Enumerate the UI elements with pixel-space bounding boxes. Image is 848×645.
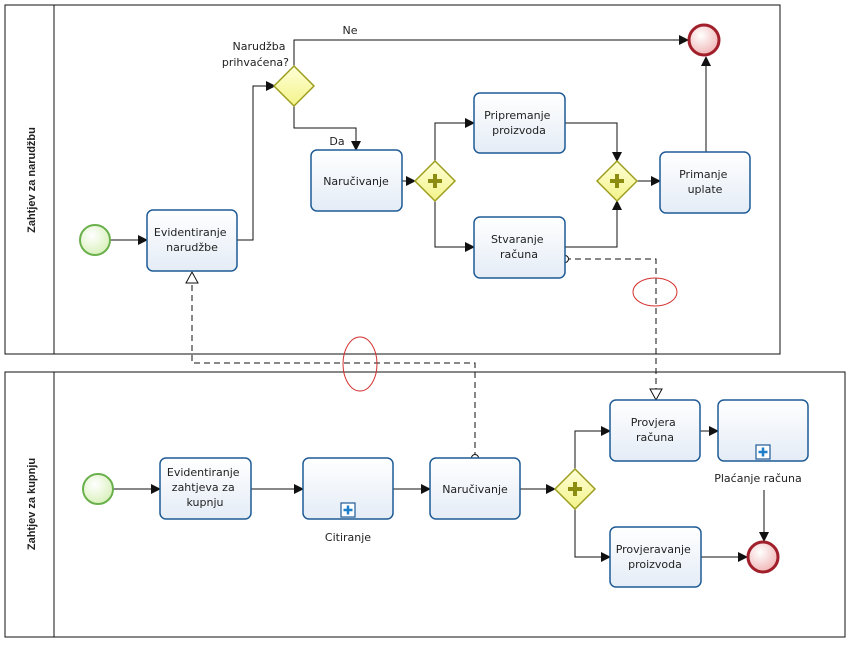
task-label-line: Naručivanje <box>323 175 389 188</box>
subprocess-label: Citiranje <box>325 531 371 544</box>
task-label-line: uplate <box>688 183 723 196</box>
message-flow-stvaranje-to-provjera <box>561 255 663 402</box>
task-label-line: Evidentiranje <box>167 466 240 479</box>
task-primanje-uplate: Primanje uplate <box>659 151 751 214</box>
plus-icon <box>610 174 624 188</box>
plus-icon <box>758 447 768 457</box>
start-event-bottom <box>82 473 114 505</box>
plus-icon <box>568 482 582 496</box>
flow-parallel-to-stvaranje <box>434 201 475 252</box>
gateway-label-line: Narudžba <box>233 40 286 53</box>
task-label-line: Primanje <box>679 168 728 181</box>
end-event-top <box>687 23 721 57</box>
flow-label-ne: Ne <box>343 24 358 37</box>
task-label-line: proizvoda <box>492 124 546 137</box>
task-narucivanje-bottom: Naručivanje <box>429 457 521 520</box>
message-flows <box>185 255 663 462</box>
svg-text:Provjeravanje proizvoda: Provjeravanje proizvoda <box>616 543 695 571</box>
task-evidentiranje-zahtjeva-za-kupnju: Evidentiranje zahtjeva za kupnju <box>159 457 252 520</box>
task-label-line: zahtjeva za <box>172 481 235 494</box>
red-annotations <box>342 277 678 392</box>
flow-parallel2-to-provjera <box>574 426 611 469</box>
task-label-line: Evidentiranje <box>154 226 227 239</box>
flow-gateway-ne-to-end <box>293 35 689 66</box>
task-provjera-racuna: Provjera računa <box>609 399 701 462</box>
flow-parallel2-to-provjeravanje <box>574 509 611 562</box>
sequence-flows-bottom <box>113 426 769 562</box>
task-evidentiranje-narudzbe: Evidentiranje narudžbe <box>146 209 238 272</box>
exclusive-gateway-narudzba-prihvacena <box>272 64 316 108</box>
red-ellipse-right <box>632 277 678 307</box>
svg-text:Naručivanje: Naručivanje <box>442 483 508 496</box>
task-label-line: Naručivanje <box>442 483 508 496</box>
red-ellipse-left <box>342 336 378 392</box>
task-label-line: Stvaranje <box>491 233 544 246</box>
parallel-gateway-split-top <box>413 159 457 203</box>
task-narucivanje-top: Naručivanje <box>310 149 403 212</box>
gateway-label-narudzba-prihvacena: Narudžba prihvaćena? <box>222 40 289 69</box>
task-label-line: Pripremanje <box>484 109 551 122</box>
flow-parallel-to-pripremanje <box>434 118 475 161</box>
svg-text:Evidentiranje zahtjeva z: Evidentiranje zahtjeva za kupnju <box>167 466 243 509</box>
sequence-flows-top <box>110 35 711 252</box>
task-stvaranje-racuna: Stvaranje računa <box>473 216 566 279</box>
start-event-top <box>79 224 111 256</box>
parallel-gateway-join-top <box>595 159 639 203</box>
plus-icon <box>428 174 442 188</box>
plus-icon <box>343 505 353 515</box>
gateway-label-line: prihvaćena? <box>222 56 289 69</box>
task-label-line: kupnju <box>187 496 224 509</box>
task-pripremanje-proizvoda: Pripremanje proizvoda <box>473 92 566 154</box>
task-label-line: proizvoda <box>628 558 682 571</box>
task-provjeravanje-proizvoda: Provjeravanje proizvoda <box>609 526 702 588</box>
end-event-bottom <box>746 540 780 574</box>
svg-text:Evidentiranje narudžbe: Evidentiranje narudžbe <box>154 226 230 254</box>
flow-label-da: Da <box>329 135 344 148</box>
task-label-line: računa <box>636 431 674 444</box>
subprocess-citiranje: Citiranje <box>302 457 394 544</box>
task-label-line: računa <box>500 248 538 261</box>
task-label-line: narudžbe <box>166 241 218 254</box>
subprocess-label: Plaćanje računa <box>714 472 802 485</box>
svg-text:Pripremanje proizvoda: Pripremanje proizvoda <box>484 109 554 137</box>
task-label-line: Provjeravanje <box>616 543 691 556</box>
svg-text:Provjera računa: Provjera računa <box>631 416 680 444</box>
subprocess-placanje-racuna: Plaćanje računa <box>714 399 809 485</box>
flow-gateway-da-to-narucivanje <box>293 106 361 151</box>
flow-pripremanje-to-join <box>565 122 622 162</box>
pool-label-top: Zahtjev za narudžbu <box>26 127 38 233</box>
pool-label-bottom: Zahtjev za kupnju <box>26 458 38 550</box>
message-flow-narucivanje-to-evidentiranje <box>185 270 479 462</box>
svg-text:Naručivanje: Naručivanje <box>323 175 389 188</box>
flow-evidentiranje-to-gateway <box>237 81 276 241</box>
parallel-gateway-split-bottom <box>553 467 597 511</box>
svg-text:Primanje uplate: Primanje uplate <box>679 168 731 196</box>
flow-stvaranje-to-join <box>565 200 622 248</box>
svg-text:Stvaranje računa: Stvaranje računa <box>491 233 547 261</box>
task-label-line: Provjera <box>631 416 676 429</box>
